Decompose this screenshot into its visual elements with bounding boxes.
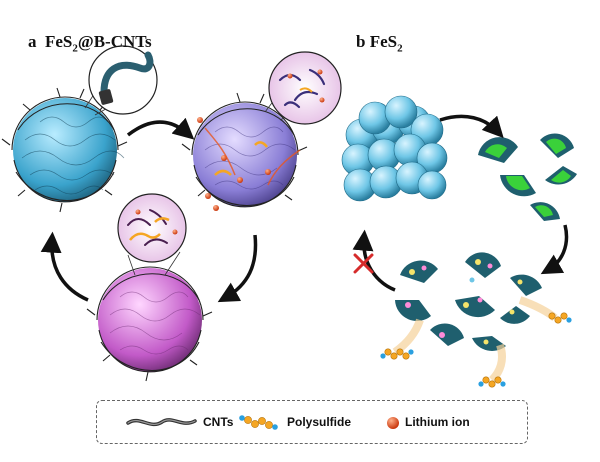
- panel-a-title-sub: 2: [72, 42, 78, 55]
- sphere-fes2-bcnt-initial: [1, 45, 158, 213]
- panel-b-title-sub: 2: [397, 42, 403, 55]
- legend-lithium-label: Lithium ion: [405, 415, 470, 429]
- legend-cnts-label: CNTs: [203, 415, 234, 429]
- panel-a-label: a FeS2@B-CNTs: [28, 32, 152, 54]
- cycle-arrows-panel-a: [40, 117, 258, 303]
- legend-lithium-glyph: [387, 417, 399, 429]
- fes2-bulk-cube: [341, 95, 448, 202]
- legend-box: CNTs Polysulfide Lithium ion: [96, 400, 528, 444]
- sphere-fes2-bcnt-lithiated: [181, 51, 342, 211]
- sphere-fes2-bcnt-polysulfide-trapped: [86, 193, 213, 382]
- panel-b-letter: b: [356, 32, 366, 51]
- fes2-pulverized-fragments: [380, 252, 572, 388]
- legend-cnt-glyph: [126, 418, 197, 427]
- panel-a-title-pre: FeS: [45, 32, 73, 51]
- legend-polysulfide-glyph: [239, 415, 278, 430]
- legend-polysulfide-label: Polysulfide: [287, 415, 352, 429]
- panel-b-title-pre: FeS: [369, 32, 398, 51]
- panel-a-letter: a: [28, 32, 37, 51]
- panel-b-label: b FeS2: [356, 32, 403, 54]
- panel-a-title-post: @B-CNTs: [77, 32, 152, 51]
- fes2-cracked-fragments: [478, 133, 577, 221]
- irreversible-cross-mark: [353, 253, 374, 274]
